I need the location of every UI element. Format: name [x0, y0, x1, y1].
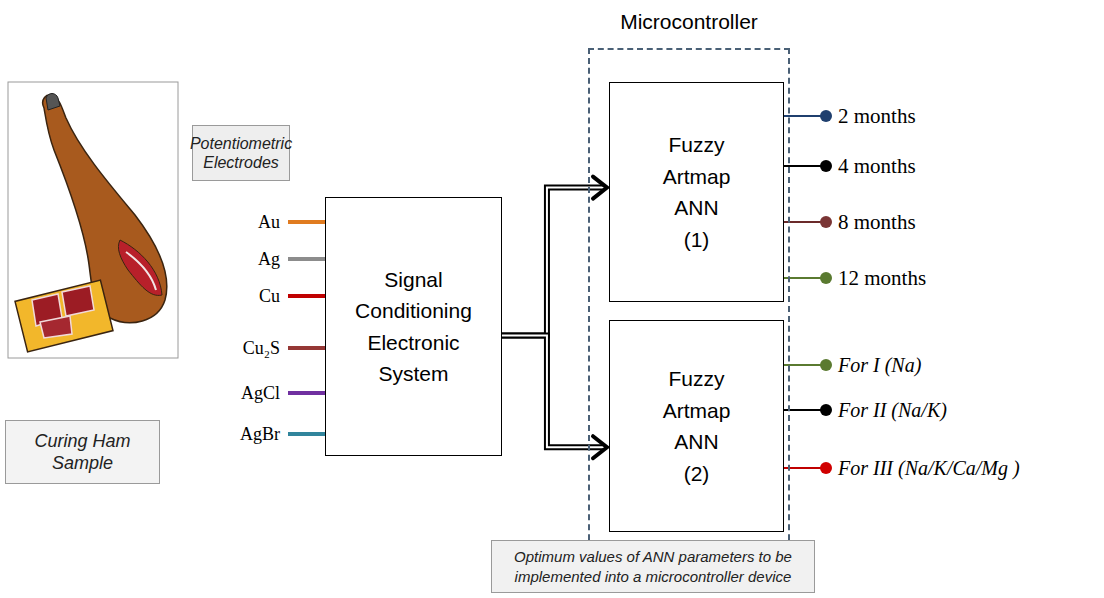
- process-box: Signal Conditioning Electronic System: [325, 197, 502, 456]
- electrode-label: Ag: [258, 250, 280, 268]
- double-arrow-connector: [502, 336, 607, 459]
- box-text: Optimum values of ANN parameters to be i…: [498, 547, 808, 586]
- electrode-label: Au: [258, 213, 280, 231]
- process-box: Fuzzy Artmap ANN (2): [609, 320, 784, 532]
- electrode-label: Cu₂S: [243, 339, 280, 357]
- output-label: 4 months: [838, 156, 916, 177]
- output-label: 12 months: [838, 268, 926, 289]
- dashed-group: MicrocontrollerFuzzy Artmap ANN (1)Fuzzy…: [588, 48, 790, 560]
- box-text: Fuzzy Artmap ANN (2): [616, 363, 777, 489]
- double-arrow-connector: [502, 177, 607, 336]
- box-text: Signal Conditioning Electronic System: [332, 264, 495, 390]
- output-label: 8 months: [838, 212, 916, 233]
- note-box: Curing Ham Sample: [5, 420, 160, 484]
- output-label: For II (Na/K): [838, 400, 947, 420]
- note-box: Optimum values of ANN parameters to be i…: [491, 540, 815, 593]
- electrode-label: AgCl: [241, 384, 280, 402]
- output-label: 2 months: [838, 106, 916, 127]
- process-box: Fuzzy Artmap ANN (1): [609, 82, 784, 302]
- group-heading: Microcontroller: [590, 10, 788, 34]
- electrode-wires: [288, 222, 325, 434]
- electrode-label: Cu: [259, 287, 280, 305]
- picture-frame: [8, 82, 178, 358]
- note-box: Potentiometric Electrodes: [192, 125, 290, 181]
- box-text: Fuzzy Artmap ANN (1): [616, 129, 777, 255]
- box-text: Potentiometric Electrodes: [190, 134, 292, 172]
- box-text: Curing Ham Sample: [28, 430, 138, 475]
- ham-illustration: [15, 94, 167, 352]
- output-label: For I (Na): [838, 355, 921, 375]
- electrode-label: AgBr: [240, 425, 280, 443]
- output-label: For III (Na/K/Ca/Mg ): [838, 458, 1020, 478]
